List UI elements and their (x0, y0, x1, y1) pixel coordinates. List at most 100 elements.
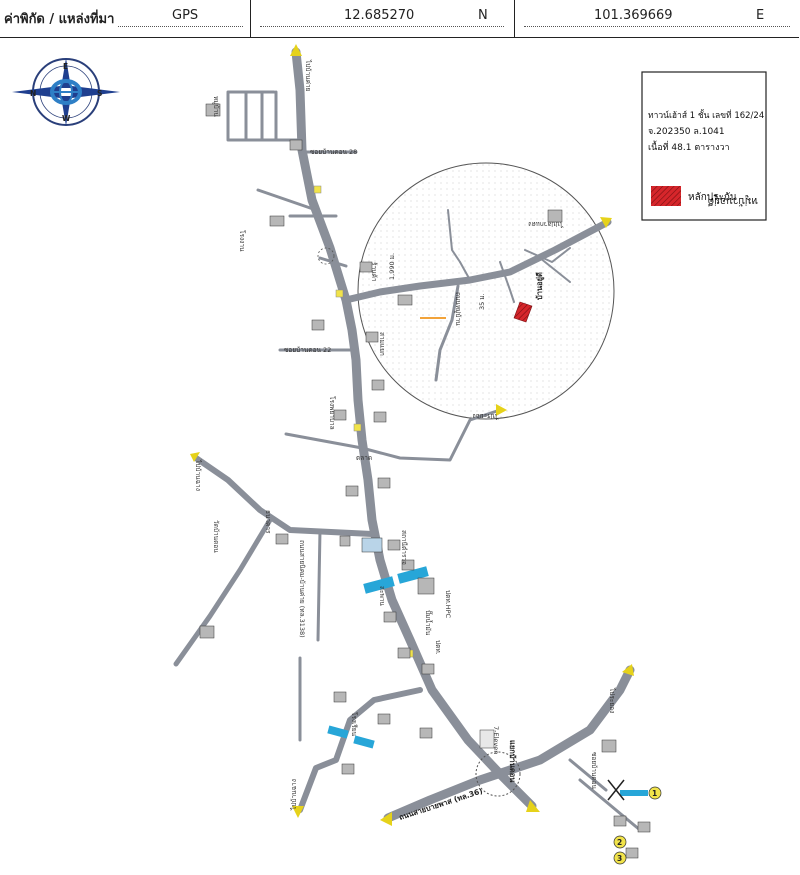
seven-eleven-icon (479, 729, 495, 749)
label-temple: วัดบ้านดอน (212, 520, 220, 553)
house-icon (365, 331, 379, 343)
label-road-3138: ถนนสายนิคม-บ้านค่าย (ทล.3138) (298, 540, 306, 638)
bridge-icon (363, 576, 395, 594)
marker-2 (613, 835, 627, 849)
label-pump: ปั๊มน้ำมัน (424, 610, 433, 636)
road-arrows (190, 44, 634, 826)
north-arrow-icon (12, 86, 60, 98)
house-icon (333, 691, 347, 703)
longitude-value: 101.369669 (594, 8, 673, 23)
house-icon (269, 215, 285, 227)
arrow-icon (190, 452, 200, 462)
coord-cell-label: ค่าพิกัด / แหล่งที่มา GPS (0, 0, 251, 38)
landmark-icons (199, 103, 651, 859)
marker-2-label: 2 (617, 838, 622, 847)
collateral-swatch (651, 186, 681, 206)
coord-source: GPS (172, 8, 199, 23)
legend-deed: จ.202350 ล.1041 (648, 127, 725, 137)
label-bank: ธนาคาร (264, 510, 272, 534)
label-to-pluak-daeng: ไปปลวกแดง (528, 220, 564, 228)
house-icon (377, 477, 391, 489)
bridge-markers (327, 566, 648, 796)
marker-3-label: 3 (617, 854, 622, 863)
house-icon (341, 763, 355, 775)
label-to-rayong: ไประยอง (473, 412, 499, 420)
label-junction: สามแยก (378, 332, 386, 356)
latitude-value: 12.685270 (344, 8, 415, 23)
bridge-icon (397, 566, 429, 584)
sign-icon (353, 423, 362, 432)
label-village: หมู่บ้าน (212, 96, 220, 117)
building-icon (361, 537, 383, 553)
coordinate-header: ค่าพิกัด / แหล่งที่มา GPS 12.685270 N 10… (0, 0, 800, 38)
legend-building: ทาวน์เฮ้าส์ 1 ชั้น เลขที่ 162/24 (648, 109, 764, 121)
compass-rose: N S E W (12, 58, 120, 126)
label-distance: 1,990 ม. (388, 253, 396, 280)
sign-icon (313, 185, 322, 194)
marker-1-label: 1 (652, 789, 657, 798)
sign-icon (335, 289, 344, 298)
compass-north: N (30, 89, 36, 98)
numbered-markers: 1 2 3 (607, 779, 662, 865)
house-icon (601, 739, 617, 753)
label-dest-site: บ้านอยู่ดี (535, 272, 545, 300)
junction-circle (317, 247, 335, 265)
label-to-rayong-2: ไประยอง (608, 687, 616, 713)
label-market: ตลาด (356, 454, 372, 462)
main-road (291, 47, 537, 811)
label-soi-22: ซอยบ้านดอน 22 (284, 346, 331, 354)
label-shop: ร้านค้า (370, 262, 378, 282)
label-ban-don: แยกบ้านดอน (508, 740, 517, 783)
arrow-icon (290, 44, 302, 56)
junction-circle (475, 751, 521, 797)
gas-station-icon (417, 577, 435, 595)
house-icon (421, 663, 435, 675)
label-soi-ban-don: ซอยบ้านดอน (590, 752, 598, 789)
label-factory: โรงงาน (238, 230, 246, 252)
coord-label: ค่าพิกัด / แหล่งที่มา (4, 12, 115, 27)
house-icon (275, 533, 289, 545)
label-soi-28: ซอยบ้านดอน 28 (310, 148, 357, 156)
bridge-icon (327, 725, 349, 739)
dotted-line (524, 26, 790, 27)
house-icon (199, 625, 215, 639)
house-icon (311, 319, 325, 331)
bypass-road (383, 665, 635, 823)
arrow-icon (292, 806, 304, 818)
house-icon (613, 815, 627, 827)
collateral-marker (513, 301, 533, 323)
label-seven-eleven: 7-Eleven (492, 726, 500, 754)
house-icon (289, 139, 303, 151)
arrow-icon (622, 664, 634, 676)
house-icon (345, 485, 359, 497)
legend-village: หมู่บ้านอยู่ดี (708, 195, 758, 207)
label-to-ban-khai: ไปบ้านค่าย (304, 59, 312, 92)
label-bridge: สะพาน (378, 586, 386, 606)
compass-east: E (63, 62, 68, 71)
house-icon (387, 539, 401, 551)
compass-west: W (62, 114, 71, 123)
bridge-icon (353, 735, 375, 749)
house-icon (401, 559, 415, 571)
arrow-icon (496, 404, 507, 416)
arrow-icon (380, 812, 392, 826)
bridge-icon (620, 790, 648, 796)
location-map: N S E W หมู่บ้านอยู่ดี หลักประกัน ทาวน์เ… (12, 44, 767, 865)
coord-cell-lat: 12.685270 N (250, 0, 515, 38)
arrow-icon (600, 217, 612, 228)
coord-cell-lon: 101.369669 E (514, 0, 799, 38)
house-icon (637, 821, 651, 833)
marker-1 (648, 786, 662, 800)
road-network (173, 47, 642, 832)
longitude-hemisphere: E (756, 8, 765, 23)
label-hospital: โรงพยาบาล (328, 396, 336, 430)
label-to-ban-chang: ไปบ้านฉาง (194, 459, 202, 491)
house-icon (377, 713, 391, 725)
house-icon (339, 535, 351, 547)
house-icon (547, 209, 563, 223)
dotted-line (260, 26, 504, 27)
label-to-ban-chang-2: ไปบ้านฉาง (290, 779, 298, 811)
label-school: โรงเรียน (350, 712, 358, 737)
legend-box: หมู่บ้านอยู่ดี หลักประกัน ทาวน์เฮ้าส์ 1 … (641, 71, 767, 221)
house-icon (419, 727, 433, 739)
